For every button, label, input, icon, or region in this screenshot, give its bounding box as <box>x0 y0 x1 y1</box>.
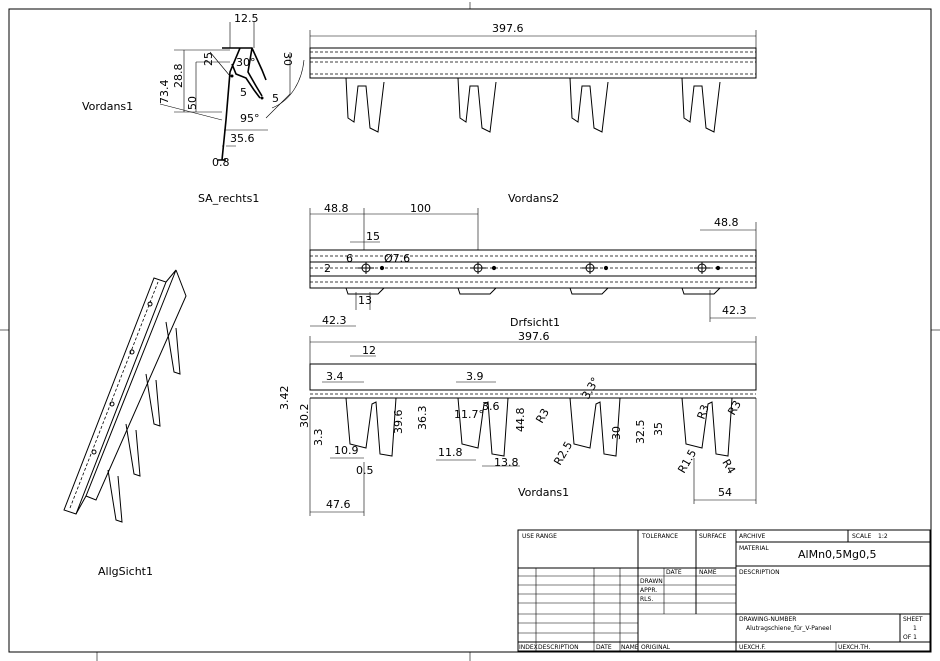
dim-sa-0-8: 0.8 <box>212 156 230 169</box>
drfsicht-hook-feet <box>345 287 721 295</box>
dim-v1-3-42: 3.42 <box>278 386 291 411</box>
view-allgsicht1: AllgSicht1 <box>63 269 187 578</box>
view-label-sa-rechts1: SA_rechts1 <box>198 192 259 205</box>
view-label-allgsicht1: AllgSicht1 <box>98 565 153 578</box>
dim-v1-32-5: 32.5 <box>634 420 647 445</box>
dim-v1-47-6: 47.6 <box>326 498 351 511</box>
dim-v1-54: 54 <box>718 486 732 499</box>
dim-v1-r1-5: R1.5 <box>675 447 699 475</box>
dim-sa-95deg: 95° <box>240 112 260 125</box>
tb-material-value: AlMn0,5Mg0,5 <box>798 548 877 561</box>
dim-v1-44-8: 44.8 <box>514 408 527 433</box>
dim-sa-28-8: 28.8 <box>172 64 185 89</box>
dim-v1-r3a: R3 <box>533 406 552 425</box>
view-vordans1: 397.6 12 3.4 3.9 3.3° 3.42 30.2 3.3 39.6… <box>278 330 757 516</box>
vordans1-hooks <box>345 397 733 457</box>
dim-sa-30: 30 <box>281 52 294 66</box>
dim-sa-50: 50 <box>186 96 199 110</box>
dim-drf-100: 100 <box>410 202 431 215</box>
dim-sa-30deg: 30° <box>236 56 256 69</box>
dim-v1-r2-5: R2.5 <box>551 439 575 467</box>
iso-hooks <box>107 321 181 523</box>
tb-date: DATE <box>666 569 682 576</box>
dim-sa-25: 25 <box>202 52 215 66</box>
tb-drawn: DRAWN <box>640 578 663 585</box>
dim-sa-35-6: 35.6 <box>230 132 255 145</box>
dim-v1-36-3: 36.3 <box>416 406 429 431</box>
dim-v1-12: 12 <box>362 344 376 357</box>
dim-v1-3-6: 3.6 <box>482 400 500 413</box>
dim-v1-3-9: 3.9 <box>466 370 484 383</box>
tb-sheet-label: SHEET <box>903 616 923 623</box>
callout-vordans1: Vordans1 <box>82 100 133 113</box>
tb-scale-label: SCALE <box>852 533 871 540</box>
view-label-vordans2: Vordans2 <box>508 192 559 205</box>
tb-archive: ARCHIVE <box>739 533 766 540</box>
view-label-vordans1: Vordans1 <box>518 486 569 499</box>
dim-v1-10-9: 10.9 <box>334 444 359 457</box>
tb-sheet-value: 1 <box>913 625 917 632</box>
vordans2-hooks <box>345 77 721 133</box>
dim-v1-30-2: 30.2 <box>298 404 311 429</box>
dim-v1-11-8: 11.8 <box>438 446 463 459</box>
dim-drf-48-8a: 48.8 <box>324 202 349 215</box>
dim-sa-12-5: 12.5 <box>234 12 259 25</box>
tb-index: INDEX <box>519 644 538 651</box>
tb-surface: SURFACE <box>699 533 726 540</box>
tb-date-col: DATE <box>596 644 612 651</box>
view-label-drfsicht1: Drfsicht1 <box>510 316 560 329</box>
dim-drf-2: 2 <box>324 262 331 275</box>
view-drfsicht1: 48.8 100 15 2 6 Ø7.6 48.8 <box>309 202 757 329</box>
dim-v1-30: 30 <box>610 426 623 440</box>
title-block: USE RANGE TOLERANCE SURFACE ARCHIVE SCAL… <box>517 529 931 652</box>
tb-uexchf: UEXCH.F. <box>739 644 766 651</box>
tb-material-label: MATERIAL <box>739 545 769 552</box>
dim-sa-5a: 5 <box>240 86 247 99</box>
tb-use-range: USE RANGE <box>522 533 557 540</box>
drfsicht-holes <box>358 262 721 274</box>
dim-vordans2-397-6: 397.6 <box>492 22 524 35</box>
tb-scale-value: 1:2 <box>878 533 888 540</box>
dim-sa-5b: 5 <box>272 92 279 105</box>
section-view-sa-rechts: 12.5 28.8 25 30° 30 73.4 50 5 5 95° 35.6… <box>82 12 305 205</box>
tb-sheet-of: OF 1 <box>903 634 917 641</box>
dim-v1-11-7deg: 11.7° <box>454 408 484 421</box>
dim-drf-6: 6 <box>346 252 353 265</box>
dim-v1-0-5: 0.5 <box>356 464 374 477</box>
tb-name-col: NAME <box>621 644 639 651</box>
tb-uexchth: UEXCH.TH. <box>838 644 870 651</box>
dim-drf-42-3b: 42.3 <box>722 304 747 317</box>
dim-v1-39-6: 39.6 <box>392 410 405 435</box>
dim-drf-15: 15 <box>366 230 380 243</box>
dim-v1-13-8: 13.8 <box>494 456 519 469</box>
dim-v1-35: 35 <box>652 422 665 436</box>
dim-v1-3-3: 3.3 <box>312 429 325 447</box>
view-vordans2: 397.6 Vordans2 <box>309 22 757 205</box>
tb-drawing-number-value: Alutragschiene_für_V-Paneel <box>746 625 831 632</box>
tb-appr: APPR. <box>640 587 657 594</box>
dim-v1-r3c: R3 <box>725 398 744 417</box>
dim-v1-397-6: 397.6 <box>518 330 550 343</box>
tb-description: DESCRIPTION <box>739 569 780 576</box>
dim-drf-13: 13 <box>358 294 372 307</box>
dim-drf-42-3a: 42.3 <box>322 314 347 327</box>
tb-drawing-number-label: DRAWING-NUMBER <box>739 616 796 623</box>
tb-original: ORIGINAL <box>641 644 671 651</box>
dim-v1-r3b: R3 <box>695 403 712 421</box>
tb-rls: RLS. <box>640 596 653 603</box>
tb-description-col: DESCRIPTION <box>538 644 579 651</box>
dim-sa-73-4: 73.4 <box>158 80 171 105</box>
dim-v1-3-4: 3.4 <box>326 370 344 383</box>
dim-drf-48-8b: 48.8 <box>714 216 739 229</box>
dim-v1-r4: R4 <box>719 457 738 476</box>
dim-drf-d7-6: Ø7.6 <box>384 252 410 265</box>
tb-tolerance: TOLERANCE <box>641 533 678 540</box>
tb-name: NAME <box>699 569 717 576</box>
